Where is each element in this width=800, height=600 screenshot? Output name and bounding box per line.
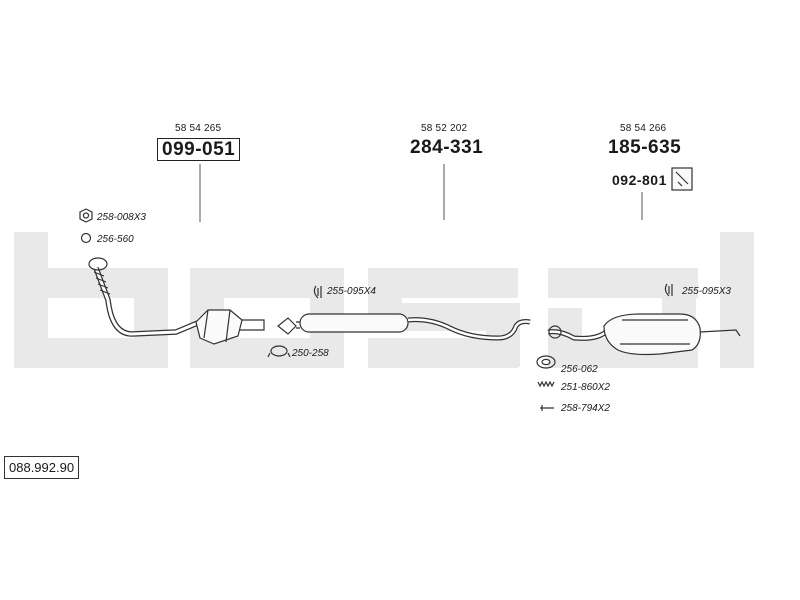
clamp-mid-label: 255-095X4	[327, 286, 376, 297]
middle-part-number: 284-331	[410, 137, 484, 158]
rear-part-number: 185-635	[608, 137, 682, 158]
clamp-rear-label: 255-095X3	[682, 286, 731, 297]
bolt-label: 258-794X2	[561, 403, 610, 414]
middle-silencer	[277, 313, 531, 341]
rear-bracket-number: 092-801	[612, 172, 667, 188]
bolt-icon	[540, 405, 554, 411]
spring-label: 251-860X2	[561, 382, 610, 393]
band-clamp-label: 250-258	[292, 348, 329, 359]
middle-oe-number: 58 52 202	[421, 123, 468, 134]
gasket-icon	[536, 355, 556, 369]
spring-icon	[537, 380, 555, 388]
bracket-icon	[671, 167, 693, 191]
rear-oe-number: 58 54 266	[620, 123, 667, 134]
leader-lines	[199, 164, 643, 222]
nut-label: 258-008X3	[97, 212, 146, 223]
clamp-icon	[313, 283, 673, 299]
ring-front-label: 256-560	[97, 234, 134, 245]
front-pipe	[88, 257, 202, 337]
catalytic-converter	[195, 309, 265, 345]
assembly-number: 088.992.90	[4, 456, 80, 479]
bosal-watermark	[14, 232, 754, 368]
gasket-label: 256-062	[561, 364, 598, 375]
front-oe-number: 58 54 265	[175, 123, 222, 134]
rear-muffler	[547, 313, 741, 356]
hex-nut-icon	[79, 208, 93, 223]
sealing-ring-icon	[80, 232, 92, 244]
front-part-number: 099-051	[157, 138, 241, 161]
band-clamp-icon	[267, 345, 291, 358]
